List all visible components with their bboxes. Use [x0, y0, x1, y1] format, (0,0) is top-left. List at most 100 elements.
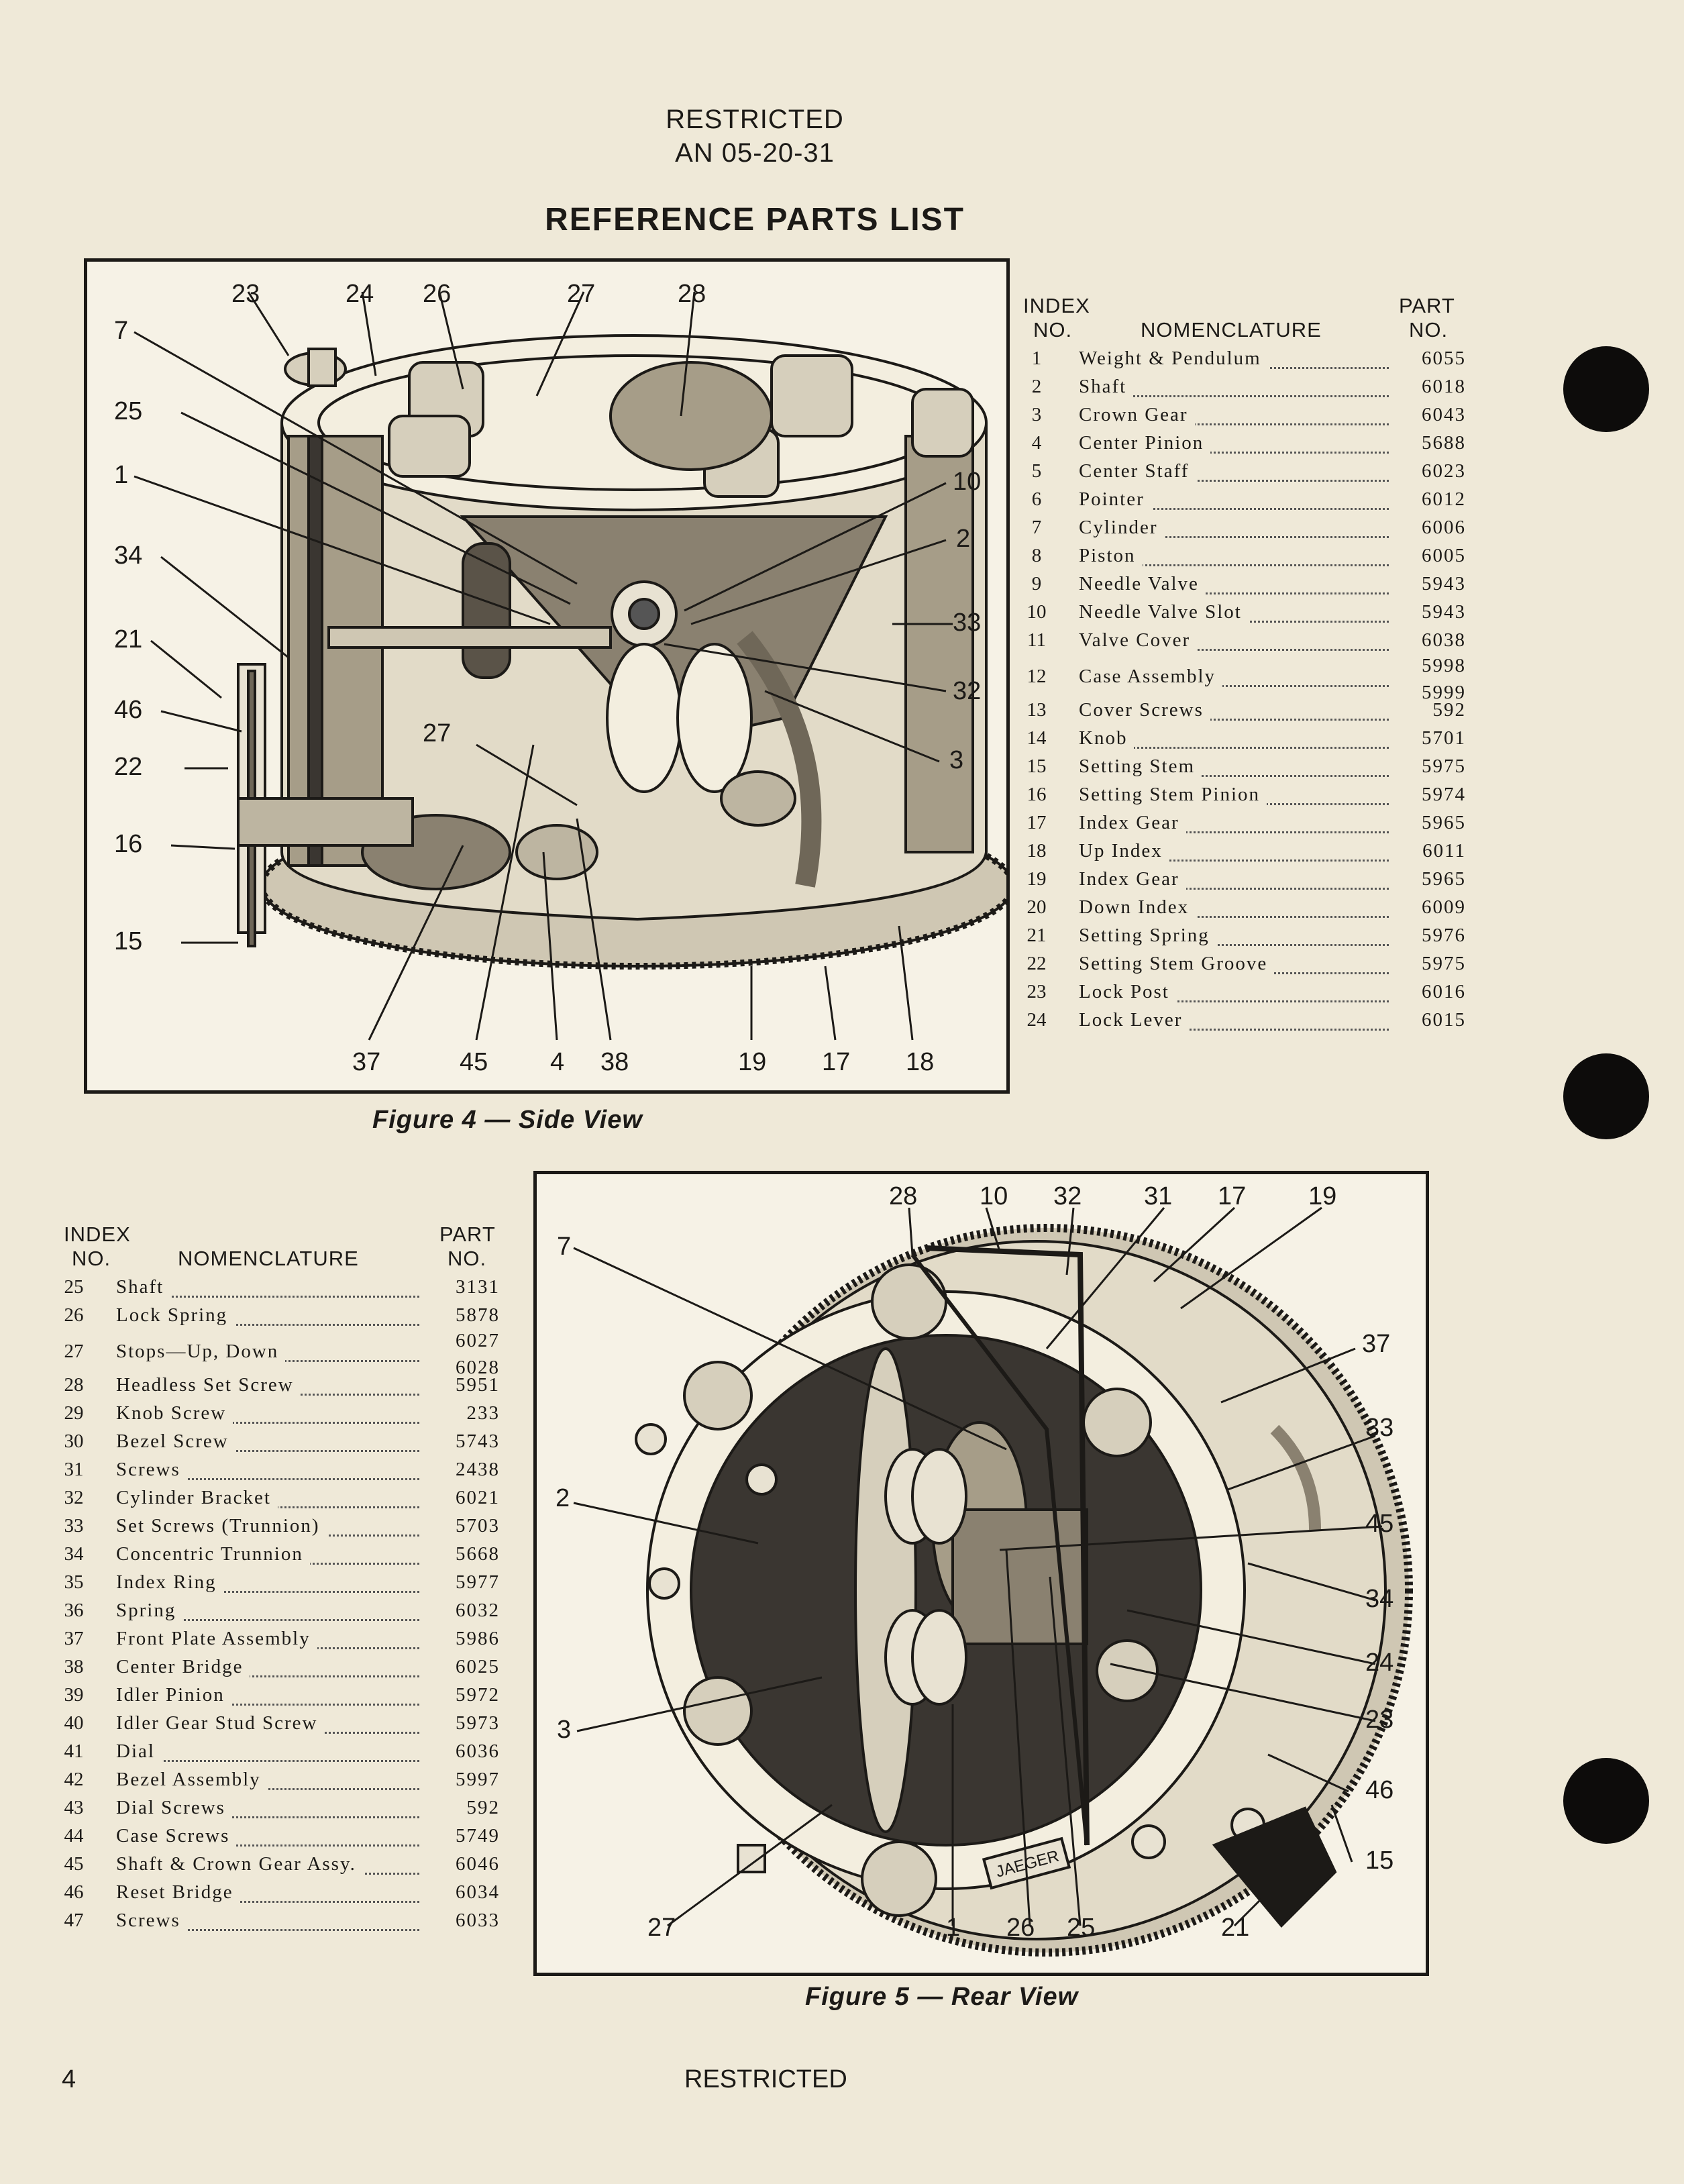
part-header: PART — [1399, 294, 1455, 317]
fig4-callout: 19 — [738, 1048, 766, 1076]
fig4-callout: 37 — [352, 1048, 380, 1076]
fig5-callout: 26 — [1006, 1914, 1035, 1942]
fig4-callout: 16 — [114, 830, 142, 858]
nomenclature-header: NOMENCLATURE — [178, 1247, 359, 1270]
figure-4-illustration: 23 24 26 27 28 7 25 1 10 2 34 33 21 32 4… — [114, 280, 1006, 1076]
figure-4-side-view: 23 24 26 27 28 7 25 1 10 2 34 33 21 32 4… — [84, 258, 1010, 1094]
part-header: PART — [439, 1223, 496, 1246]
fig5-callout: 34 — [1365, 1585, 1393, 1613]
fig4-callout: 1 — [114, 461, 128, 489]
fig4-callout: 26 — [423, 280, 451, 308]
fig4-callout: 3 — [949, 746, 963, 774]
fig4-callout: 34 — [114, 541, 142, 570]
binder-hole-top — [1563, 346, 1649, 432]
fig5-callout: 15 — [1365, 1847, 1393, 1875]
fig5-callout: 10 — [980, 1182, 1008, 1210]
fig4-callout: 23 — [231, 280, 260, 308]
fig5-callout: 45 — [1365, 1510, 1393, 1538]
classification-footer: RESTRICTED — [684, 2065, 847, 2093]
fig4-callout: 27 — [423, 719, 451, 747]
part-header: NO. — [1409, 318, 1449, 342]
figure-4-caption: Figure 4 — Side View — [372, 1106, 643, 1134]
fig4-callout: 33 — [953, 609, 981, 637]
fig4-callout: 25 — [114, 397, 142, 425]
fig5-callout: 28 — [889, 1182, 917, 1210]
binder-hole-bottom — [1563, 1758, 1649, 1844]
fig4-callout: 4 — [550, 1048, 564, 1076]
fig4-callout: 38 — [600, 1048, 629, 1076]
fig4-callout: 21 — [114, 625, 142, 654]
figure-5-caption: Figure 5 — Rear View — [805, 1983, 1079, 2011]
classification-header: RESTRICTED — [666, 105, 844, 134]
fig5-callout: 19 — [1308, 1182, 1336, 1210]
fig4-callout: 10 — [953, 468, 981, 496]
index-header: NO. — [1033, 318, 1073, 342]
page-number: 4 — [62, 2065, 76, 2093]
fig5-callout: 27 — [647, 1914, 676, 1942]
index-header: INDEX — [64, 1223, 131, 1246]
part-header: NO. — [448, 1247, 487, 1270]
fig5-callout: 46 — [1365, 1776, 1393, 1804]
nomenclature-header: NOMENCLATURE — [1141, 318, 1322, 342]
figure-5-illustration: JAEGER 28 10 — [556, 1182, 1413, 1957]
fig4-callout: 28 — [678, 280, 706, 308]
fig5-callout: 25 — [1067, 1914, 1095, 1942]
fig5-callout: 21 — [1221, 1914, 1249, 1942]
fig5-callout: 2 — [556, 1484, 570, 1512]
fig4-callout: 24 — [346, 280, 374, 308]
fig4-callout: 32 — [953, 677, 981, 705]
document-number: AN 05-20-31 — [675, 138, 835, 168]
fig4-callout: 18 — [906, 1048, 934, 1076]
fig4-callout: 17 — [822, 1048, 850, 1076]
fig5-callout: 17 — [1218, 1182, 1246, 1210]
fig5-callout: 23 — [1365, 1706, 1393, 1734]
fig5-callout: 33 — [1365, 1414, 1393, 1442]
fig5-callout: 24 — [1365, 1649, 1393, 1677]
fig4-callout: 46 — [114, 696, 142, 724]
fig4-callout: 2 — [956, 525, 970, 553]
figure-5-rear-view: JAEGER 28 10 — [533, 1171, 1429, 1976]
table-header: INDEX NO. NOMENCLATURE PART NO. — [50, 1223, 507, 1276]
fig4-callout: 27 — [567, 280, 595, 308]
